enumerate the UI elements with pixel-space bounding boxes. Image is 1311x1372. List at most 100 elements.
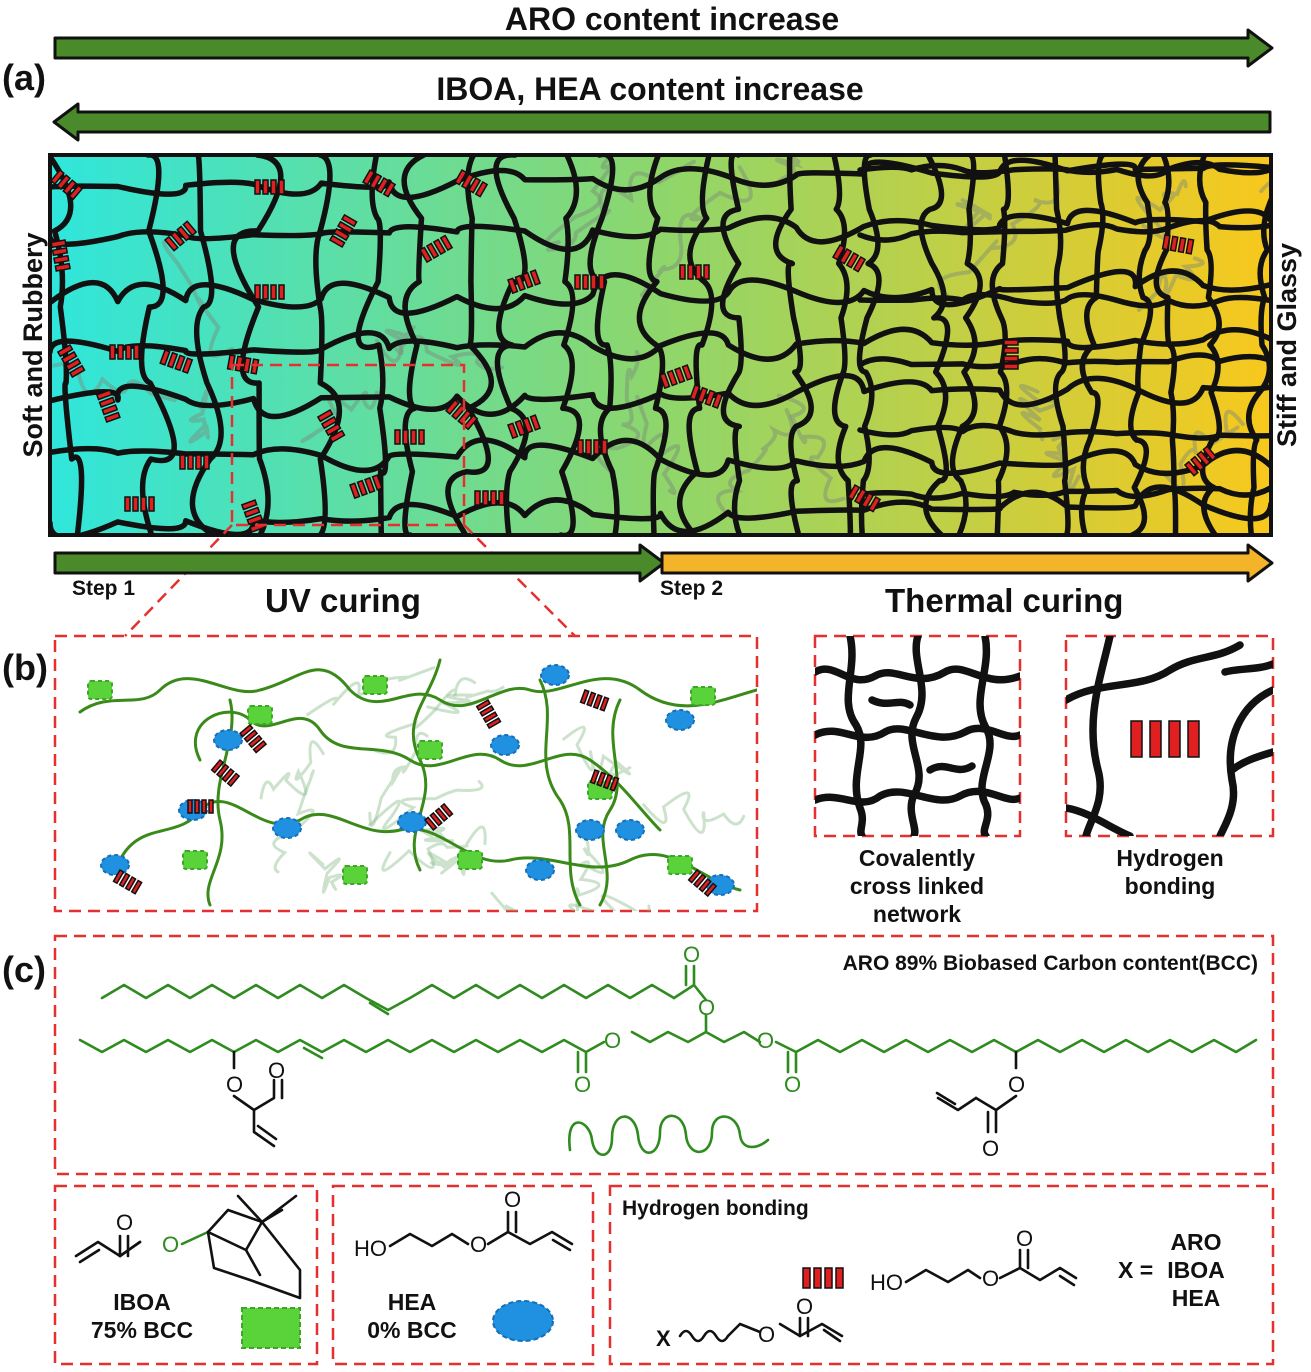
network-chain-h — [50, 268, 1271, 316]
hea-unit — [397, 811, 427, 833]
faint-chain — [426, 685, 505, 715]
aro-atom-o-1: O — [683, 942, 700, 967]
iboa-unit — [417, 740, 443, 760]
zoom-line-left — [124, 524, 233, 637]
hbond-marker-a — [349, 474, 384, 500]
step1-label: Step 1 — [72, 577, 135, 600]
hydrogen-bond-drawing — [1066, 636, 1273, 836]
hbond-marker-a — [240, 499, 266, 534]
hbond-marker-a — [361, 168, 397, 198]
panel-a-label: (a) — [2, 57, 46, 98]
hbond-atom-o-ester: O — [758, 1322, 775, 1347]
faint-chain — [568, 893, 651, 911]
ghost-chain — [1044, 434, 1081, 495]
faint-chain — [562, 725, 632, 777]
hbond-marker-a — [507, 269, 542, 295]
iboa-square-symbol — [241, 1307, 301, 1349]
hbond-caption-line2: bonding — [1125, 873, 1216, 899]
iboa-unit — [87, 680, 113, 700]
network-chain-v — [138, 155, 177, 535]
aro-atom-o-9: O — [1008, 1072, 1025, 1097]
network-chain-dense — [857, 485, 1271, 501]
ghost-chain — [1135, 179, 1188, 241]
hydrogen-bond-box — [1064, 634, 1275, 838]
zoomed-chain — [78, 668, 757, 714]
zoomed-network-drawing — [78, 658, 757, 911]
iboa-hea-increase-arrow — [52, 102, 1272, 142]
hbond-marker-a — [831, 243, 867, 273]
iboa-unit — [247, 705, 273, 725]
hea-unit — [490, 734, 520, 756]
hbond-marker-a — [95, 389, 121, 424]
hbond-scheme-title: Hydrogen bonding — [622, 1197, 809, 1220]
network-chain-v — [831, 155, 854, 535]
iboa-atom-o-ester: O — [162, 1232, 179, 1257]
hbond-atom-o-carbonyl-2: O — [1016, 1226, 1033, 1251]
hbond-marker-a — [474, 490, 505, 506]
faint-chain — [272, 769, 315, 874]
hbond-marker-a — [846, 483, 882, 513]
ghost-chain — [716, 408, 794, 513]
zoomed-chain — [598, 698, 622, 907]
faint-chain — [642, 791, 746, 834]
hea-name: HEA — [388, 1289, 437, 1315]
aro-atom-o-10: O — [982, 1136, 999, 1161]
ghost-chain — [384, 325, 416, 356]
faint-chain — [381, 825, 487, 872]
iboa-hea-increase-label: IBOA, HEA content increase — [436, 71, 863, 107]
hea-unit — [100, 854, 130, 876]
network-chain-dense — [857, 352, 1271, 370]
hbond-scheme-molecules — [678, 1248, 1078, 1343]
ghost-chain — [776, 393, 846, 504]
covalent-caption-line3: network — [873, 901, 961, 927]
hydrogen-bond-marker — [1130, 720, 1200, 758]
hea-unit — [178, 799, 208, 821]
polymer-network-drawing — [50, 155, 1271, 535]
network-chain-v — [1196, 155, 1223, 535]
x-option-aro: ARO — [1170, 1229, 1221, 1255]
ghost-chain — [544, 155, 615, 246]
zoomed-chain — [538, 678, 582, 907]
hbond-marker-large — [1130, 720, 1200, 758]
hbond-marker-a — [179, 454, 210, 470]
faint-chain — [368, 779, 484, 831]
hbond-marker-a — [507, 414, 542, 440]
aro-atom-o-3: O — [604, 1028, 621, 1053]
hea-unit — [615, 819, 645, 841]
ghost-chain — [937, 174, 1061, 299]
network-chain-dense — [857, 159, 1271, 179]
network-chain-v — [1052, 155, 1071, 535]
network-chain-v — [445, 155, 495, 535]
x-option-hea: HEA — [1172, 1285, 1221, 1311]
hbond-atom-o-ester-2: O — [982, 1266, 999, 1291]
iboa-atom-o-carbonyl: O — [116, 1210, 133, 1235]
hbond-marker-b — [687, 868, 718, 898]
hbond-marker-a — [394, 429, 425, 445]
aro-increase-label: ARO content increase — [505, 1, 839, 37]
network-chain-v — [636, 155, 669, 535]
hea-unit — [665, 709, 695, 731]
network-chain-dense — [857, 217, 1271, 243]
network-chain-v — [355, 155, 389, 535]
network-chain-v — [558, 155, 583, 535]
hbond-marker-a — [226, 354, 260, 375]
hbond-marker-a — [159, 349, 194, 375]
aro-atom-o-6: O — [784, 1072, 801, 1097]
hbond-marker-a — [689, 384, 724, 410]
hbond-marker-b — [589, 769, 620, 792]
hbond-marker-b — [112, 868, 143, 895]
network-chain-v — [313, 155, 343, 535]
thermal-curing-label: Thermal curing — [885, 582, 1123, 619]
aro-atom-o-5: O — [574, 1072, 591, 1097]
hbond-marker-a — [418, 234, 454, 264]
aro-atom-o-4: O — [757, 1028, 774, 1053]
hbond-marker-a — [659, 364, 694, 390]
hbond-marker-a — [444, 398, 479, 431]
iboa-name: IBOA — [113, 1289, 171, 1315]
hea-box — [331, 1184, 595, 1366]
hbond-marker-a — [50, 168, 84, 201]
hbond-marker-a — [50, 239, 71, 272]
covalent-network-drawing — [815, 636, 1020, 836]
network-chain-h — [50, 326, 1271, 362]
hea-molecule — [388, 1210, 574, 1252]
